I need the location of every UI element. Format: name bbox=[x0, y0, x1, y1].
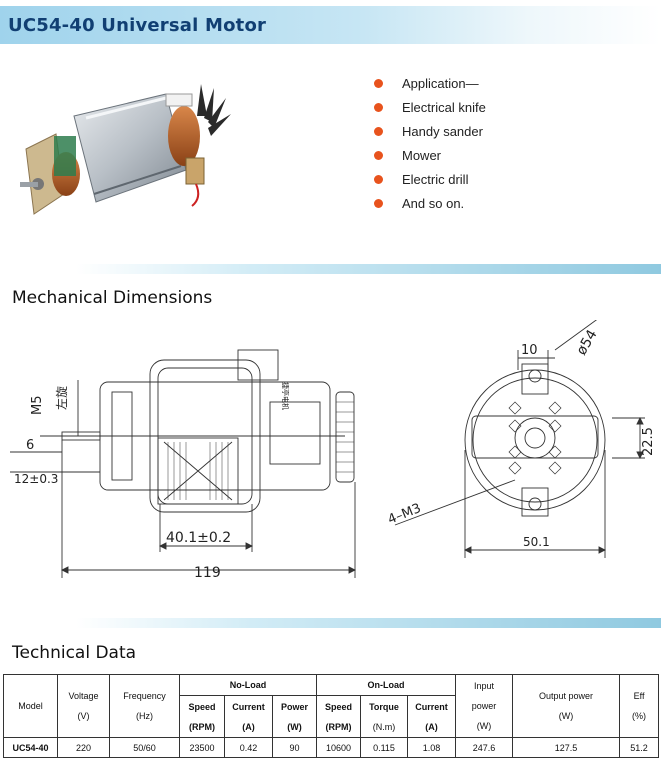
table-row: UC54-40 220 50/60 23500 0.42 90 10600 0.… bbox=[3, 737, 660, 758]
label-12: 12±0.3 bbox=[14, 472, 58, 486]
header-nl-speed: Speed(RPM) bbox=[179, 695, 225, 738]
label-left-thread: 左旋 bbox=[54, 386, 69, 410]
list-item: Application— bbox=[372, 74, 486, 98]
front-view bbox=[394, 320, 645, 558]
section-divider bbox=[76, 618, 661, 628]
cell-input-power: 247.6 bbox=[455, 737, 514, 758]
technical-data-table: Model Voltage(V) Frequency(Hz) No-Load O… bbox=[3, 674, 660, 758]
title-bar: UC54-40 Universal Motor bbox=[0, 6, 661, 44]
header-nl-power: Power(W) bbox=[272, 695, 317, 738]
label-40: 40.1±0.2 bbox=[166, 530, 231, 546]
bullet-icon bbox=[374, 175, 383, 184]
cell-voltage: 220 bbox=[57, 737, 110, 758]
header-ol-current: Current(A) bbox=[406, 695, 457, 738]
label-54: ø54 bbox=[574, 327, 601, 358]
label-brand: 捷亭电机 bbox=[281, 382, 290, 410]
cell-ol-current: 1.08 bbox=[406, 737, 457, 758]
cell-nl-power: 90 bbox=[272, 737, 317, 758]
header-output-power: Output power(W) bbox=[512, 674, 621, 738]
cell-ol-speed: 10600 bbox=[316, 737, 361, 758]
bullet-icon bbox=[374, 151, 383, 160]
side-view bbox=[10, 349, 357, 578]
label-6: 6 bbox=[26, 438, 34, 453]
section-title-mechanical: Mechanical Dimensions bbox=[12, 288, 213, 308]
header-no-load: No-Load bbox=[179, 674, 317, 696]
header-voltage: Voltage(V) bbox=[57, 674, 110, 738]
page-title: UC54-40 Universal Motor bbox=[8, 15, 267, 36]
section-title-technical: Technical Data bbox=[12, 643, 137, 663]
list-item: Electrical knife bbox=[372, 98, 486, 122]
header-eff: Eff(%) bbox=[619, 674, 660, 738]
bullet-icon bbox=[374, 127, 383, 136]
cell-ol-torque: 0.115 bbox=[360, 737, 408, 758]
header-on-load: On-Load bbox=[315, 674, 457, 696]
cell-eff: 51.2 bbox=[619, 737, 660, 758]
list-item: Electric drill bbox=[372, 170, 486, 194]
mechanical-drawing: M5 左旋 6 12±0.3 40.1±0.2 119 捷亭电机 10 ø54 … bbox=[10, 320, 656, 581]
label-m5: M5 bbox=[30, 396, 45, 416]
label-10: 10 bbox=[521, 343, 538, 358]
header-frequency: Frequency(Hz) bbox=[109, 674, 180, 738]
cell-model: UC54-40 bbox=[3, 737, 58, 758]
list-item: Mower bbox=[372, 146, 486, 170]
header-ol-torque: Torque(N.m) bbox=[360, 695, 408, 738]
section-divider bbox=[76, 264, 661, 274]
application-list: Application— Electrical knife Handy sand… bbox=[372, 74, 486, 218]
motor-photo bbox=[20, 84, 231, 215]
cell-nl-current: 0.42 bbox=[224, 737, 273, 758]
bullet-icon bbox=[374, 79, 383, 88]
cell-nl-speed: 23500 bbox=[179, 737, 225, 758]
label-119: 119 bbox=[194, 565, 221, 581]
bullet-icon bbox=[374, 199, 383, 208]
bullet-icon bbox=[374, 103, 383, 112]
list-item: Handy sander bbox=[372, 122, 486, 146]
cell-output-power: 127.5 bbox=[512, 737, 621, 758]
cell-frequency: 50/60 bbox=[109, 737, 180, 758]
header-nl-current: Current(A) bbox=[224, 695, 273, 738]
label-50: 50.1 bbox=[523, 535, 550, 549]
header-ol-speed: Speed(RPM) bbox=[316, 695, 361, 738]
list-item: And so on. bbox=[372, 194, 486, 218]
label-22: 22.5 bbox=[641, 427, 656, 456]
label-m3: 4–M3 bbox=[386, 501, 423, 528]
header-model: Model bbox=[3, 674, 58, 738]
